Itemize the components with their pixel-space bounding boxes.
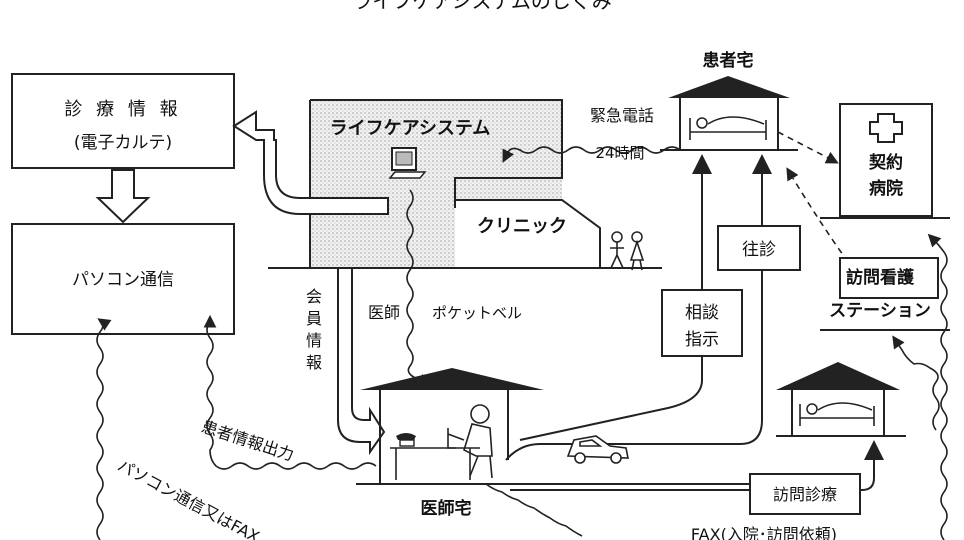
fax-request-label: FAX(入院･訪問依頼)	[691, 525, 837, 540]
svg-text:報: 報	[306, 353, 322, 372]
right-wave-1	[927, 233, 948, 540]
bed-icon-2	[799, 402, 875, 426]
hospital-cross-icon	[869, 113, 903, 143]
visit-care-box: 訪問診療	[749, 473, 861, 515]
top-caption: ライフケアシステムのしくみ	[352, 0, 611, 13]
emergency-call-wave	[502, 146, 681, 163]
contract-hospital-box: 契約 病院	[839, 103, 933, 217]
lifecare-to-records-arrow	[232, 110, 389, 215]
consult-box: 相談 指示	[661, 289, 743, 357]
pc-or-fax-label: パソコン通信又はFAX	[115, 456, 263, 540]
member-info-label: 会 員 情 報	[306, 287, 322, 372]
pc-communication-box: パソコン通信	[11, 223, 235, 335]
visit-arrow-line	[505, 154, 772, 461]
home-visit-box: 往診	[717, 225, 801, 271]
phone-icon	[396, 433, 416, 447]
consult-line2: 指示	[685, 330, 719, 350]
doctor-label: 医師	[368, 303, 400, 322]
consult-arrow-line	[519, 154, 712, 441]
lifecare-system-label: ライフケアシステム	[330, 118, 491, 139]
visiting-nurse-line2: ステーション	[829, 301, 931, 321]
svg-text:情: 情	[306, 331, 322, 350]
svg-text:会: 会	[306, 287, 322, 306]
pc-fax-wave	[96, 318, 112, 540]
bed-icon	[689, 116, 767, 140]
pocket-bell-wave	[406, 189, 431, 386]
right-wave-2	[892, 335, 940, 431]
medical-records-line2: (電子カルテ)	[74, 133, 172, 153]
patient-home-2	[776, 362, 906, 437]
member-info-arrow	[337, 267, 386, 456]
emergency-call-label: 緊急電話	[590, 106, 654, 125]
medical-records-box: 診 療 情 報 (電子カルテ)	[11, 73, 235, 169]
visiting-nurse-line1: 訪問看護	[846, 267, 915, 288]
medical-records-line1: 診 療 情 報	[64, 99, 181, 120]
consult-line1: 相談	[685, 303, 719, 323]
doctor-person-icon	[447, 404, 493, 479]
visit-care-arrow	[510, 440, 884, 491]
pc-communication-label: パソコン通信	[72, 270, 174, 290]
contract-hospital-line1: 契約	[868, 152, 903, 173]
dashed-arrow-to-hospital	[777, 131, 839, 164]
doctor-home: 医師宅	[360, 368, 544, 519]
dashed-arrow-nurse-to-home	[786, 167, 849, 263]
people-icon	[610, 231, 645, 271]
patient-info-wave	[203, 314, 377, 470]
computer-icon	[388, 147, 427, 179]
doctor-home-label: 医師宅	[421, 498, 472, 519]
lifecare-system-building: ライフケアシステム	[309, 99, 563, 268]
car-icon	[566, 435, 629, 464]
visit-care-label: 訪問診療	[773, 485, 837, 504]
clinic-building: クリニック	[454, 199, 645, 271]
visiting-nurse-station: 訪問看護 ステーション	[820, 257, 950, 331]
fax-request-wave	[485, 483, 583, 537]
24-hours-label: 24時間	[595, 144, 644, 162]
pocket-bell-label: ポケットベル	[432, 304, 522, 322]
svg-text:員: 員	[306, 309, 322, 328]
records-to-pc-arrow	[95, 169, 151, 224]
contract-hospital-line2: 病院	[869, 178, 903, 199]
patient-home-label: 患者宅	[703, 50, 754, 71]
clinic-label: クリニック	[477, 216, 567, 237]
patient-home: 患者宅	[660, 50, 798, 151]
home-visit-label: 往診	[742, 240, 776, 260]
